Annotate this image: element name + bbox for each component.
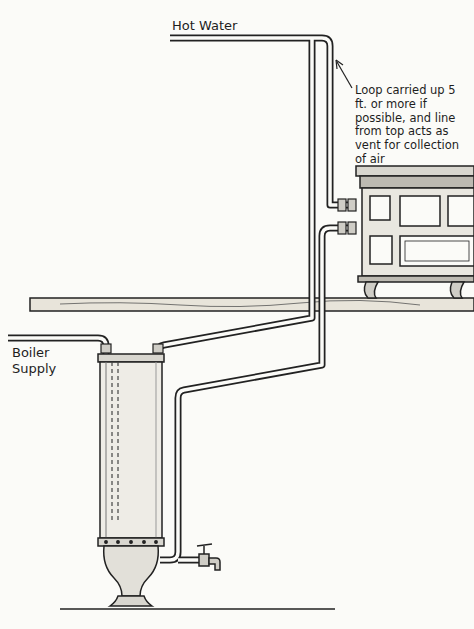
leader-arrow (336, 60, 352, 88)
floor-plank (30, 298, 474, 311)
drain-faucet (197, 544, 220, 570)
kitchen-range (356, 166, 474, 298)
range-boiler (98, 354, 164, 606)
pipe-label: Boiler Supply (12, 345, 74, 376)
pipes (8, 38, 350, 560)
note-text: Loop carried up 5 ft. or more if possibl… (355, 84, 469, 167)
pipe-unions (101, 199, 356, 353)
pipe-label: Hot Water (172, 18, 282, 34)
floor-line (60, 608, 335, 610)
